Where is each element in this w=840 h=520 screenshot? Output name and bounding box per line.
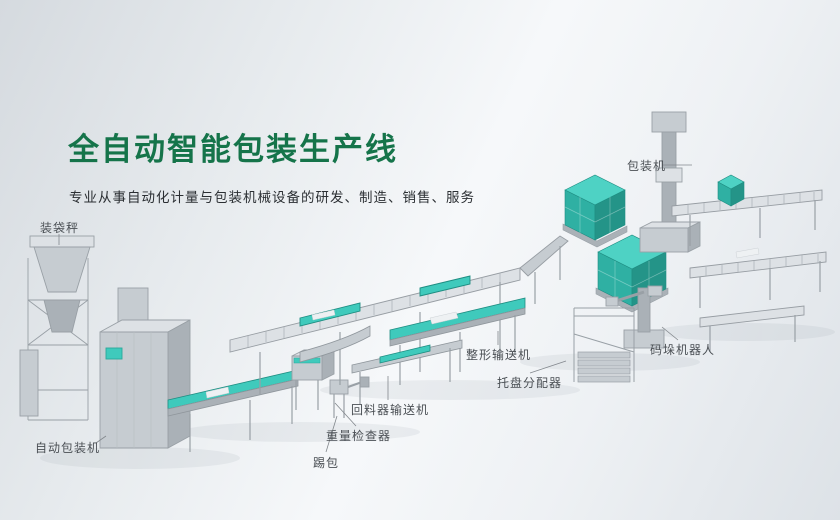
checkweigher-machine xyxy=(291,349,335,410)
curve-conveyor xyxy=(299,325,371,363)
label-bag-rejector: 踢包 xyxy=(313,456,340,470)
label-packing-machine: 包装机 xyxy=(627,159,667,173)
page-subtitle: 专业从事自动化计量与包装机械设备的研发、制造、销售、服务 xyxy=(69,190,475,205)
label-pallet-dispenser: 托盘分配器 xyxy=(497,376,563,390)
junction-conveyor xyxy=(519,235,569,304)
shaping-conveyor-machine xyxy=(389,297,526,385)
packer-outfeed-conveyor xyxy=(167,369,299,452)
pallet-dispenser-machine xyxy=(573,307,635,383)
outfeed-conveyor-3 xyxy=(699,305,805,352)
return-conveyor-machine xyxy=(351,339,463,404)
packing-machine-tower xyxy=(639,111,701,253)
outfeed-conveyor-1 xyxy=(671,174,823,246)
label-leader-lines xyxy=(58,164,692,453)
carton-stack-upper xyxy=(562,174,628,248)
label-return-conveyor: 回料器输送机 xyxy=(351,403,430,417)
label-shaping-conveyor: 整形输送机 xyxy=(466,348,532,362)
outfeed-conveyor-2 xyxy=(689,247,827,308)
auto-packing-machine xyxy=(99,287,191,449)
bag-rejector-machine xyxy=(329,376,370,418)
label-checkweigher: 重量检查器 xyxy=(326,429,392,443)
page-title: 全自动智能包装生产线 xyxy=(68,132,398,167)
label-palletizing-robot: 码垛机器人 xyxy=(650,343,716,357)
label-auto-packing-machine: 自动包装机 xyxy=(35,441,101,455)
bagging-scale-machine xyxy=(19,235,95,421)
main-roller-conveyor xyxy=(229,267,521,395)
label-bagging-scale: 装袋秤 xyxy=(40,221,80,235)
